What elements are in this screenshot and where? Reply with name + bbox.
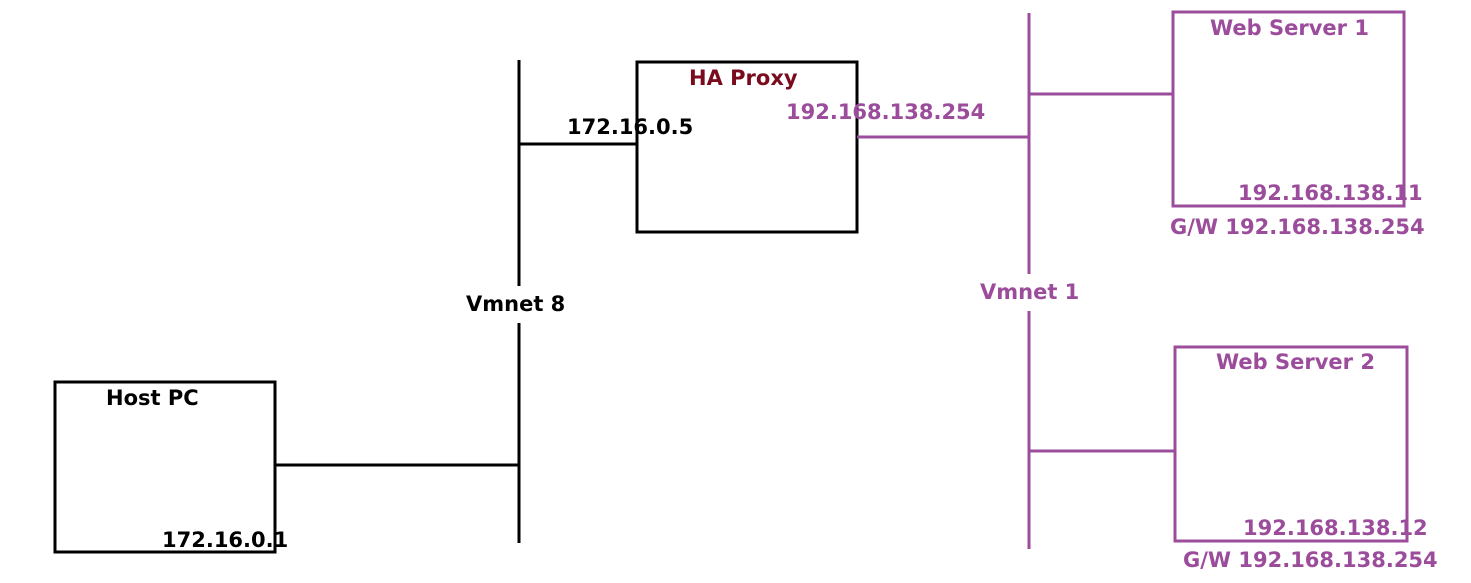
web-server-1-ip: 192.168.138.11: [1238, 181, 1423, 205]
web-server-1-title: Web Server 1: [1210, 16, 1369, 40]
host-pc-box: [53, 380, 277, 554]
web-server-2-box: [1173, 345, 1409, 543]
ha-proxy-box: [635, 60, 859, 234]
ha-proxy-title: HA Proxy: [689, 66, 798, 90]
ha-proxy-ip-internal: 192.168.138.254: [786, 100, 986, 124]
web-server-1-box: [1171, 10, 1406, 208]
web-server-2-title: Web Server 2: [1216, 350, 1375, 374]
vmnet8-label: Vmnet 8: [462, 286, 570, 323]
web-server-2-gateway: G/W 192.168.138.254: [1183, 548, 1438, 572]
vmnet1-label: Vmnet 1: [976, 274, 1084, 311]
ha-proxy-ip-external: 172.16.0.5: [567, 115, 694, 139]
web-server-1-gateway: G/W 192.168.138.254: [1170, 215, 1425, 239]
host-pc-title: Host PC: [106, 386, 199, 410]
host-pc-ip: 172.16.0.1: [162, 528, 289, 552]
web-server-2-ip: 192.168.138.12: [1243, 516, 1428, 540]
